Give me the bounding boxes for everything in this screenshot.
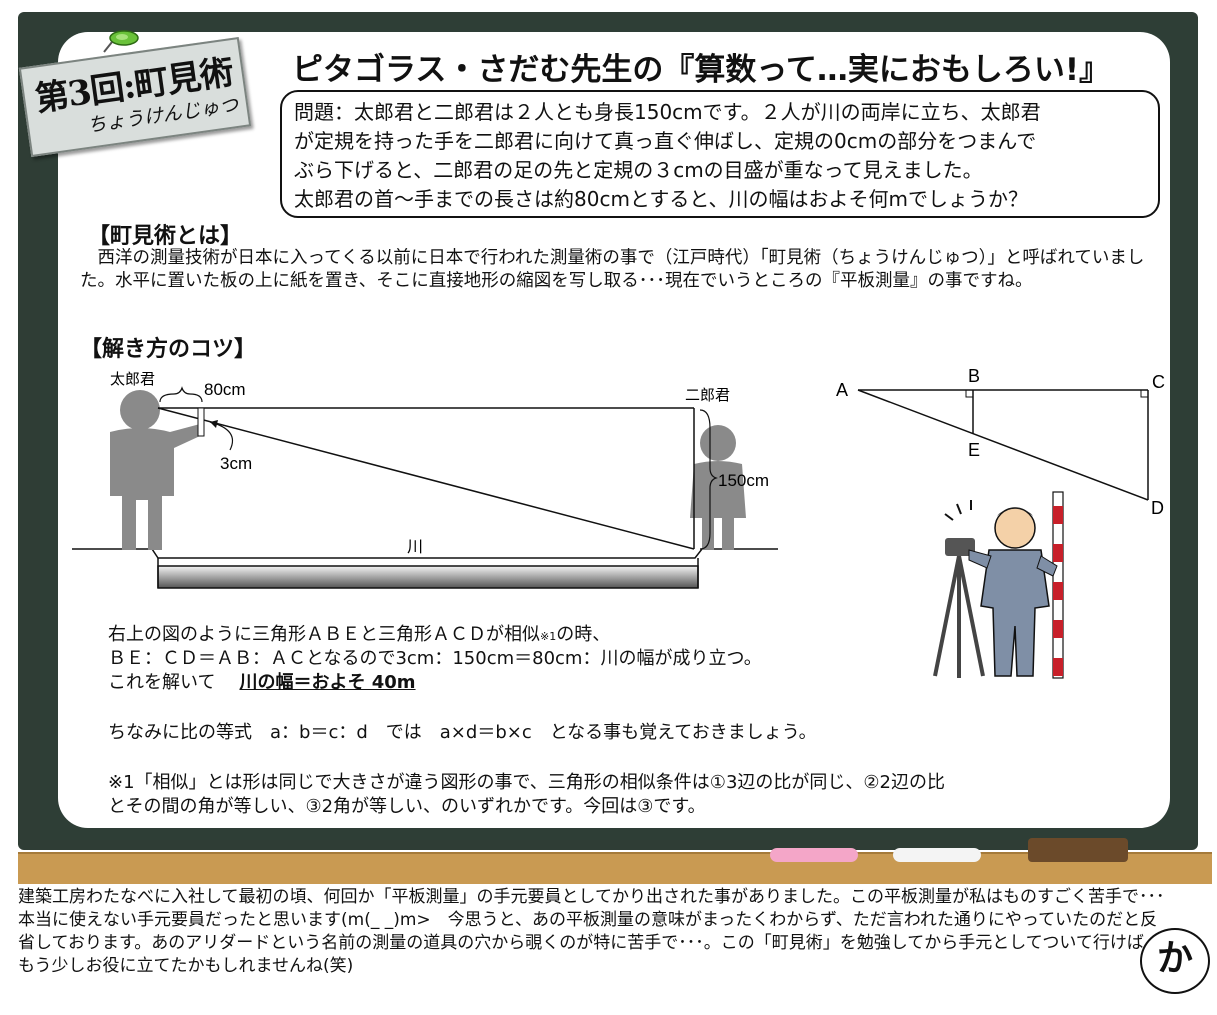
white-chalk	[893, 848, 981, 862]
solution-line-3: これを解いて 川の幅＝およそ 40m	[108, 668, 416, 694]
ratio-note: ちなみに比の等式 a：b＝c：d では a×d＝b×c となる事も覚えておきまし…	[108, 722, 817, 743]
river-label: 川	[407, 539, 423, 556]
jiro-figure	[690, 425, 746, 550]
about-heading: 【町見術とは】	[88, 224, 243, 249]
pink-chalk	[770, 848, 858, 862]
page-title: ピタゴラス・さだむ先生の『算数って…実におもしろい!』	[292, 52, 1110, 88]
problem-line: ぶら下げると、二郎君の足の先と定規の３cmの目盛が重なって見えました。	[294, 158, 983, 182]
ground-line	[72, 548, 778, 559]
ruler	[197, 407, 205, 437]
solution-line-1-text: 右上の図のように三角形ＡＢＥと三角形ＡＣＤが相似	[108, 624, 540, 645]
problem-box: 問題：太郎君と二郎君は２人とも身長150cmです。２人が川の両岸に立ち、太郎君 …	[280, 90, 1160, 218]
taro-label: 太郎君	[110, 371, 155, 388]
solution-line-1: 右上の図のように三角形ＡＢＥと三角形ＡＣＤが相似※1の時、	[108, 620, 610, 646]
ruler-label: 3cm	[220, 454, 252, 473]
river-diagram: 太郎君 80cm 3cm 二郎君 150cm 川	[72, 371, 778, 589]
vertex-a-label: A	[836, 380, 848, 400]
solution-line-2: ＢＥ：ＣＤ＝ＡＢ：ＡＣとなるので3cm：150cm＝80cm：川の幅が成り立つ。	[108, 648, 762, 669]
triangle-diagram: A B C E D	[836, 366, 1165, 518]
problem-text: 問題：太郎君と二郎君は２人とも身長150cmです。２人が川の両岸に立ち、太郎君 …	[294, 98, 1154, 214]
surveyor-illustration	[933, 491, 1064, 679]
vertex-b-label: B	[968, 366, 980, 386]
vertex-d-label: D	[1151, 498, 1164, 518]
eraser	[1028, 838, 1128, 862]
footer-text: 建築工房わたなべに入社して最初の頃、何回か「平板測量」の手元要員としてかり出され…	[18, 887, 1165, 976]
logo-badge: か	[1140, 928, 1210, 994]
about-text: 西洋の測量技術が日本に入ってくる以前に日本で行われた測量術の事で（江戸時代）「町…	[80, 248, 1145, 291]
problem-line: が定規を持った手を二郎君に向けて真っ直ぐ伸ばし、定規の0cmの部分をつまんで	[294, 129, 1037, 153]
jiro-label: 二郎君	[685, 387, 730, 404]
vertex-c-label: C	[1152, 372, 1165, 392]
problem-line: 問題：太郎君と二郎君は２人とも身長150cmです。２人が川の両岸に立ち、太郎君	[294, 100, 1041, 124]
tips-heading: 【解き方のコツ】	[80, 337, 257, 362]
taro-figure	[110, 390, 200, 550]
footnote-marker: ※1	[540, 630, 557, 643]
footnote-line-2: とその間の角が等しい、③2角が等しい、のいずれかです。今回は③です。	[108, 796, 706, 817]
sight-line-diagonal	[157, 407, 695, 550]
answer: 川の幅＝およそ 40m	[239, 672, 416, 693]
arm-length-label: 80cm	[204, 380, 246, 399]
river-bed	[157, 565, 699, 589]
chalk-ledge	[18, 852, 1212, 884]
pushpin-icon	[103, 30, 139, 53]
solution-line-1-tail: の時、	[556, 624, 611, 645]
height-label: 150cm	[718, 471, 769, 490]
vertex-e-label: E	[968, 440, 980, 460]
footnote-line-1: ※1「相似」とは形は同じで大きさが違う図形の事で、三角形の相似条件は①3辺の比が…	[108, 772, 945, 793]
problem-line: 太郎君の首～手までの長さは約80cmとすると、川の幅はおよそ何mでしょうか？	[294, 187, 1029, 211]
solution-line-3-text: これを解いて	[108, 672, 216, 693]
